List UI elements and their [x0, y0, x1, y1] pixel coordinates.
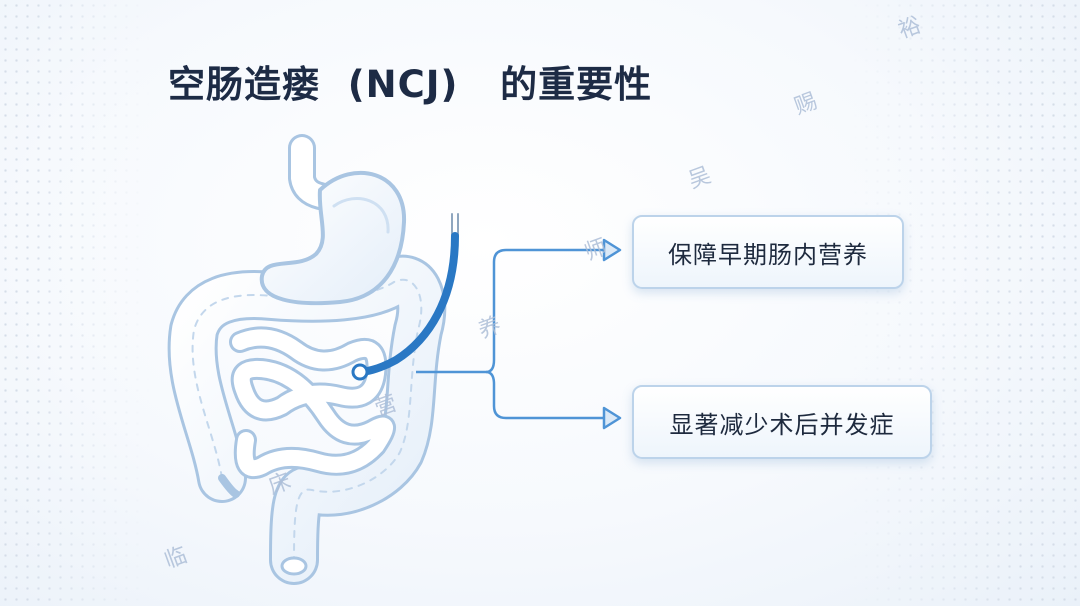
feeding-tube	[351, 213, 459, 381]
small-intestine	[229, 326, 396, 480]
colon	[167, 254, 447, 585]
connector-branch-bottom	[485, 370, 606, 420]
dot-pattern-right	[850, 0, 1080, 606]
connector-branch-top	[485, 248, 606, 374]
page-title: 空肠造瘘 (NCJ) 的重要性	[168, 63, 653, 106]
dot-pattern-left	[0, 0, 150, 606]
arrow-head-top	[602, 238, 622, 262]
stomach	[259, 170, 407, 306]
connector-lines	[416, 248, 606, 420]
digestive-tract-icon	[167, 134, 459, 585]
esophagus	[288, 134, 334, 210]
arrow-head-bottom	[602, 406, 622, 430]
benefit-box-reduce-complications: 显著减少术后并发症	[632, 385, 932, 459]
benefit-box-early-enteral-nutrition: 保障早期肠内营养	[632, 215, 904, 289]
